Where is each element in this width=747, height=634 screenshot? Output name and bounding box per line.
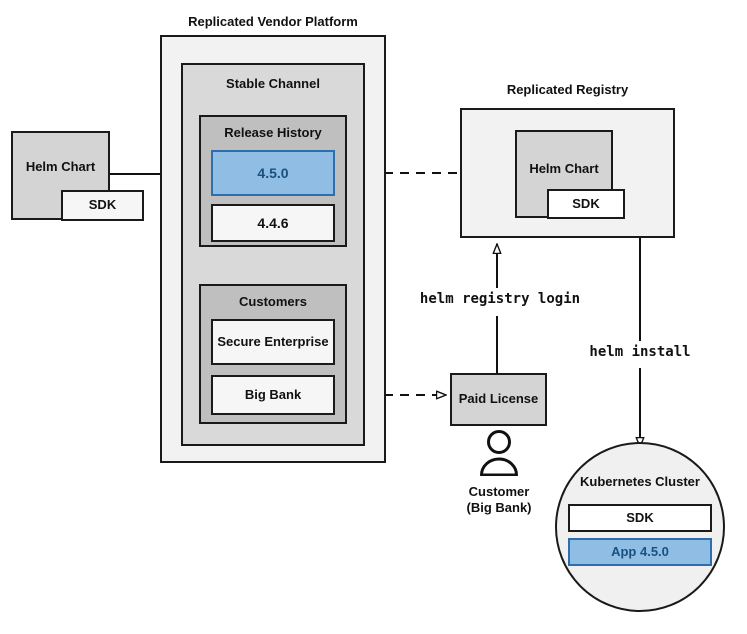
registry-sdk-box: SDK — [547, 189, 625, 219]
command-helm-install: helm install — [589, 344, 691, 360]
customers-title: Customers — [239, 294, 307, 309]
stable-channel-title: Stable Channel — [226, 76, 320, 91]
command-helm-registry-login: helm registry login — [419, 291, 581, 307]
customer-actor-caption-line2: (Big Bank) — [466, 500, 532, 516]
registry-helm-chart-label: Helm Chart — [529, 161, 599, 176]
customer-secure-enterprise[interactable]: Secure Enterprise — [211, 319, 335, 365]
customer-actor-icon — [480, 430, 518, 476]
registry-title: Replicated Registry — [506, 82, 629, 97]
source-sdk-box: SDK — [61, 190, 144, 221]
release-version-4-4-6[interactable]: 4.4.6 — [211, 204, 335, 242]
kubernetes-cluster-title: Kubernetes Cluster — [580, 474, 700, 489]
customer-actor-caption-line1: Customer — [468, 484, 530, 499]
source-helm-chart-label: Helm Chart — [25, 159, 96, 174]
cluster-sdk-box: SDK — [568, 504, 712, 532]
release-version-4-5-0[interactable]: 4.5.0 — [211, 150, 335, 196]
customer-big-bank[interactable]: Big Bank — [211, 375, 335, 415]
customer-actor-caption: Customer (Big Bank) — [438, 484, 560, 517]
cluster-app-box: App 4.5.0 — [568, 538, 712, 566]
paid-license-box[interactable]: Paid License — [450, 373, 547, 426]
release-history-title: Release History — [224, 125, 322, 140]
platform-title: Replicated Vendor Platform — [188, 14, 358, 29]
